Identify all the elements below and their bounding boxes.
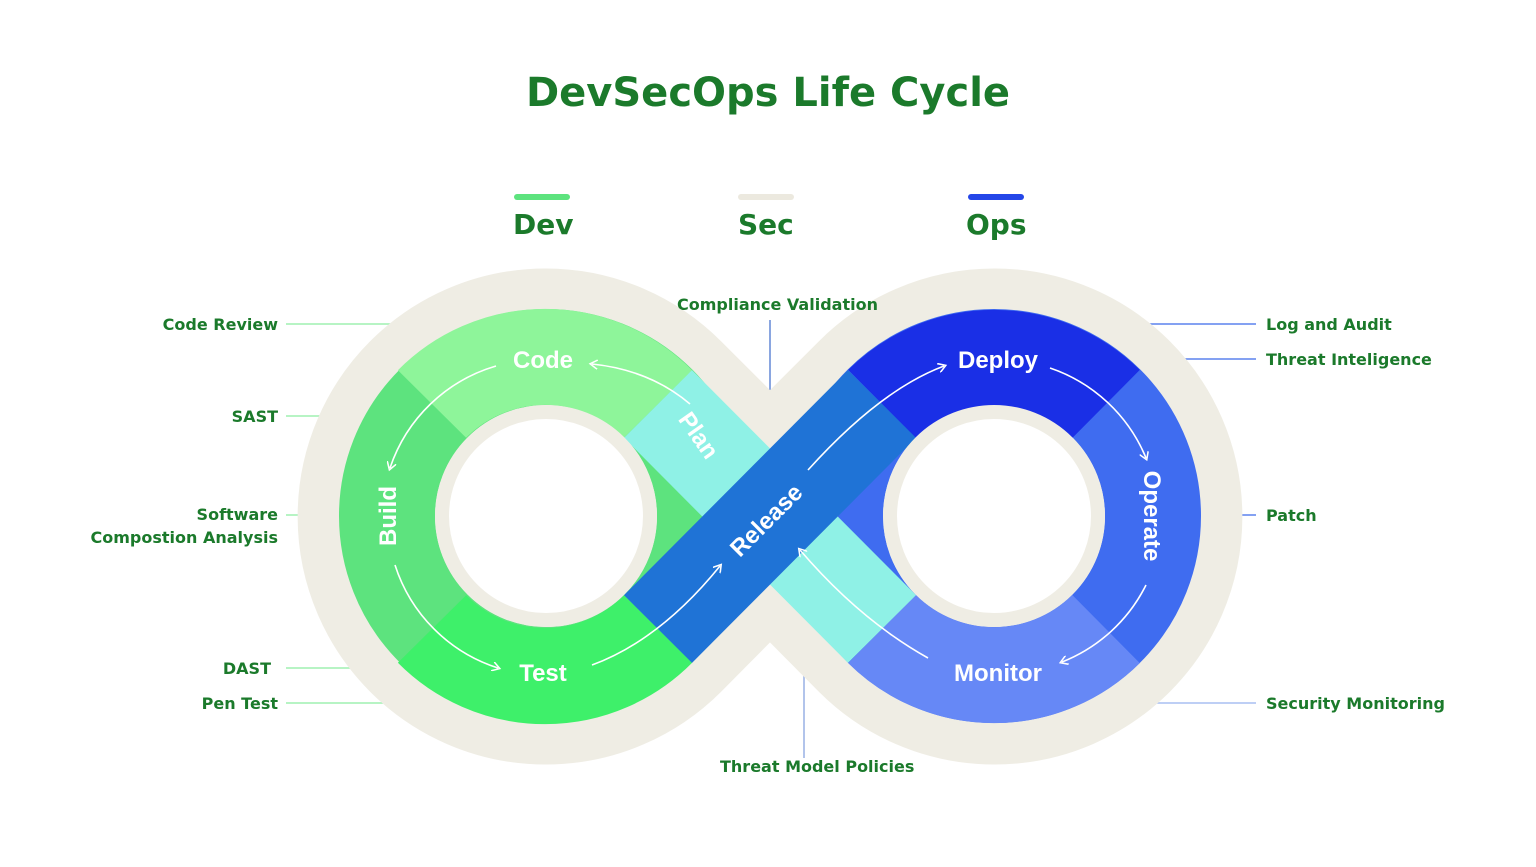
release-band <box>623 370 917 663</box>
stage-operate: Operate <box>1138 471 1165 562</box>
stage-test: Test <box>519 660 567 687</box>
legend-ops-swatch <box>968 194 1024 200</box>
stage-deploy: Deploy <box>958 347 1039 374</box>
label-compliance-validation: Compliance Validation <box>677 295 878 314</box>
legend-sec-swatch <box>738 194 794 200</box>
legend-sec-label: Sec <box>738 208 794 241</box>
stage-build: Build <box>375 486 402 546</box>
stage-monitor: Monitor <box>954 660 1042 687</box>
label-pen-test: Pen Test <box>201 694 278 713</box>
label-security-monitoring: Security Monitoring <box>1266 694 1445 713</box>
stage-code: Code <box>513 347 573 374</box>
diagram-title: DevSecOps Life Cycle <box>525 70 1011 116</box>
legend-dev-swatch <box>514 194 570 200</box>
label-threat-model-policies: Threat Model Policies <box>720 757 915 776</box>
inner-holes <box>435 405 1105 627</box>
label-sca-line2: Compostion Analysis <box>90 528 278 547</box>
label-code-review: Code Review <box>162 315 278 334</box>
legend-dev-label: Dev <box>513 208 574 241</box>
label-patch: Patch <box>1266 506 1317 525</box>
label-log-and-audit: Log and Audit <box>1266 315 1392 334</box>
label-threat-intelligence: Threat Inteligence <box>1266 350 1432 369</box>
flow-arrows <box>390 364 1146 668</box>
label-sca-line1: Software <box>196 505 278 524</box>
legend-ops-label: Ops <box>966 208 1027 241</box>
label-sast: SAST <box>231 407 278 426</box>
label-dast: DAST <box>222 659 271 678</box>
